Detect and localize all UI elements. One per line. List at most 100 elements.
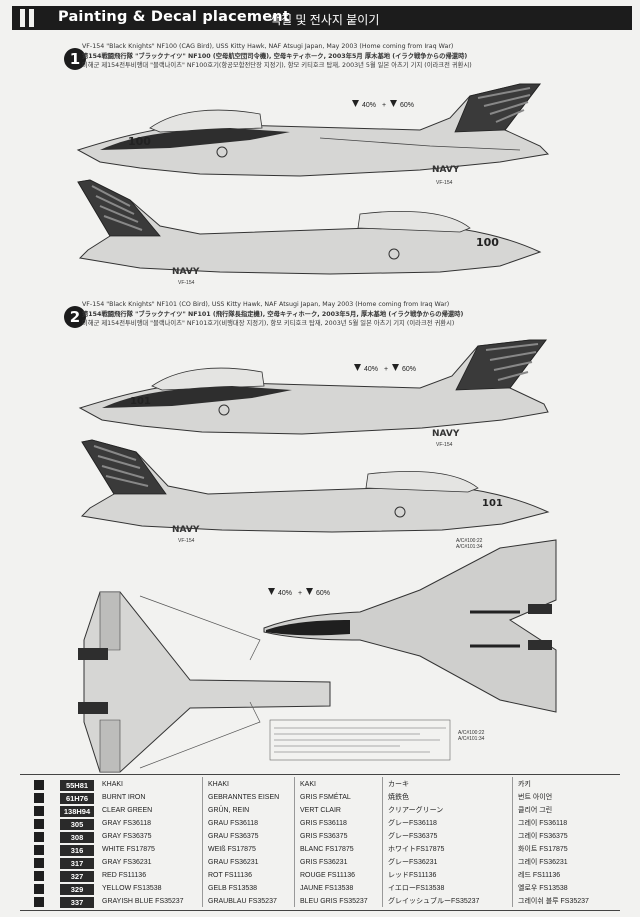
color-name-de: KHAKI bbox=[208, 781, 230, 788]
aircraft-1-left-profile: 100 NAVY VF-154 bbox=[76, 83, 550, 186]
unit-2a: VF-154 bbox=[436, 442, 453, 448]
color-name-ja: グレーFS36231 bbox=[388, 859, 438, 866]
color-code: 317 bbox=[60, 857, 94, 869]
national-insignia-2b bbox=[394, 506, 406, 518]
color-name-ko: 클리어 그린 bbox=[518, 807, 553, 814]
color-code: 61H76 bbox=[60, 792, 94, 804]
color-name-ja: 焼鉄色 bbox=[388, 794, 409, 801]
color-name-ko: 번트 아이언 bbox=[518, 794, 553, 801]
color-code: 329 bbox=[60, 883, 94, 895]
svg-text:+: + bbox=[298, 590, 302, 597]
color-name-en: GRAYISH BLUE FS35237 bbox=[102, 898, 184, 905]
color-arrow-icon bbox=[34, 793, 44, 803]
column-divider bbox=[294, 777, 295, 907]
color-name-en: GRAY FS36375 bbox=[102, 833, 152, 840]
mix-a-1: 40% bbox=[362, 102, 376, 109]
color-code: 337 bbox=[60, 896, 94, 908]
caption-line-ko: 미해군 제154전투비행대 "블랙나이츠" NF100호기(항공모함전단장 지정… bbox=[82, 62, 472, 70]
color-name-en: RED FS11136 bbox=[102, 872, 147, 879]
column-divider bbox=[382, 777, 383, 907]
section-header: Painting & Decal placement 색칠 및 전사지 붙이기 bbox=[12, 6, 632, 30]
color-name-ja: カーキ bbox=[388, 781, 409, 788]
color-arrow-icon bbox=[34, 845, 44, 855]
nose-number-2b: 101 bbox=[482, 498, 503, 509]
national-insignia-2a bbox=[218, 404, 230, 416]
mix-b-2: 60% bbox=[402, 366, 416, 373]
color-arrow-icon bbox=[34, 884, 44, 894]
unit-1a: VF-154 bbox=[436, 180, 453, 186]
color-name-ko: 옐로우 FS13538 bbox=[518, 885, 568, 892]
color-code: 305 bbox=[60, 818, 94, 830]
color-code: 327 bbox=[60, 870, 94, 882]
aircraft-2-right-profile: 101 NAVY VF-154 bbox=[80, 439, 550, 544]
color-name-en: GRAY FS36118 bbox=[102, 820, 152, 827]
color-name-de: GELB FS13538 bbox=[208, 885, 258, 892]
caption-line-en: VF-154 "Black Knights" NF101 (CO Bird), … bbox=[82, 301, 450, 308]
mix-a-3: 40% bbox=[278, 590, 292, 597]
tail-navy-1a: NAVY bbox=[432, 165, 460, 175]
color-row: 316 WHITE FS17875 WEIß FS17875 BLANC FS1787… bbox=[20, 844, 620, 856]
color-name-fr: VERT CLAIR bbox=[300, 807, 341, 814]
color-name-ko: 그레이 FS36118 bbox=[518, 820, 568, 827]
national-insignia-1b bbox=[388, 248, 400, 260]
color-name-de: GRÜN, REIN bbox=[208, 807, 250, 814]
color-arrow-icon bbox=[34, 858, 44, 868]
color-arrow-icon bbox=[34, 832, 44, 842]
color-name-fr: ROUGE FS11136 bbox=[300, 872, 355, 879]
column-divider bbox=[202, 777, 203, 907]
color-name-de: GRAU FS36118 bbox=[208, 820, 259, 827]
aircraft-1-right-profile: 100 NAVY VF-154 bbox=[77, 179, 542, 286]
mix-indicator-2: 40% + 60% bbox=[354, 364, 416, 373]
aircraft-ref-1-top: A/C#100:22 bbox=[456, 538, 483, 544]
mix-indicator-1: 40% + 60% bbox=[352, 100, 414, 109]
color-code: 316 bbox=[60, 844, 94, 856]
color-arrow-icon bbox=[34, 871, 44, 881]
color-row: 305 GRAY FS36118 GRAU FS36118 GRIS FS36118 グ… bbox=[20, 818, 620, 830]
color-name-fr: JAUNE FS13538 bbox=[300, 885, 354, 892]
national-insignia-1a bbox=[216, 146, 228, 158]
color-arrow-icon bbox=[34, 780, 44, 790]
color-name-fr: GRIS FS36231 bbox=[300, 859, 348, 866]
color-name-fr: GRIS FS36118 bbox=[300, 820, 347, 827]
caption-line-ja: 第154戦闘飛行隊 "ブラックナイツ" NF101 (飛行隊長指定機), 空母キ… bbox=[82, 310, 464, 318]
nose-number-2a: 101 bbox=[130, 396, 151, 407]
header-mark bbox=[12, 6, 42, 30]
color-name-en: WHITE FS17875 bbox=[102, 846, 155, 853]
section-1-number: 1 bbox=[64, 48, 86, 70]
unit-2b: VF-154 bbox=[178, 538, 195, 544]
color-name-de: ROT FS11136 bbox=[208, 872, 252, 879]
caption-line-ja: 第154戦闘飛行隊 "ブラックナイツ" NF100 (空母航空団司令機), 空母… bbox=[82, 52, 468, 60]
color-name-ja: レッドFS11136 bbox=[388, 872, 437, 879]
aircraft-2-left-profile: 101 NAVY VF-154 bbox=[78, 339, 549, 448]
caption-line-ko: 미해군 제154전투비행대 "블랙나이츠" NF101호기(비행대장 지정기),… bbox=[82, 320, 455, 328]
mix-a-2: 40% bbox=[364, 366, 378, 373]
color-name-fr: BLANC FS17875 bbox=[300, 846, 354, 853]
color-arrow-icon bbox=[34, 897, 44, 907]
svg-text:+: + bbox=[382, 102, 386, 109]
color-name-en: YELLOW FS13538 bbox=[102, 885, 162, 892]
nose-number-1b: 100 bbox=[476, 236, 499, 249]
color-name-fr: KAKI bbox=[300, 781, 316, 788]
tail-navy-2b: NAVY bbox=[172, 525, 200, 535]
color-name-ja: グレーFS36118 bbox=[388, 820, 437, 827]
mix-b-3: 60% bbox=[316, 590, 330, 597]
color-name-de: WEIß FS17875 bbox=[208, 846, 256, 853]
color-row: 329 YELLOW FS13538 GELB FS13538 JAUNE FS135… bbox=[20, 883, 620, 895]
color-name-ko: 그레이 FS36375 bbox=[518, 833, 568, 840]
color-name-ja: イエローFS13538 bbox=[388, 885, 445, 892]
color-row: 327 RED FS11136 ROT FS11136 ROUGE FS11136 レッ… bbox=[20, 870, 620, 882]
color-name-ja: グレイッシュブルーFS35237 bbox=[388, 898, 480, 905]
color-name-ko: 카키 bbox=[518, 781, 531, 788]
color-name-ko: 그레이쉬 블루 FS35237 bbox=[518, 898, 589, 905]
aircraft-top-view bbox=[78, 591, 331, 773]
aircraft-bottom-view: A/C#100:22 A/C#101:34 A/C#100:22 A/C#101… bbox=[263, 538, 557, 742]
svg-text:+: + bbox=[384, 366, 388, 373]
color-name-ko: 그레이 FS36231 bbox=[518, 859, 568, 866]
